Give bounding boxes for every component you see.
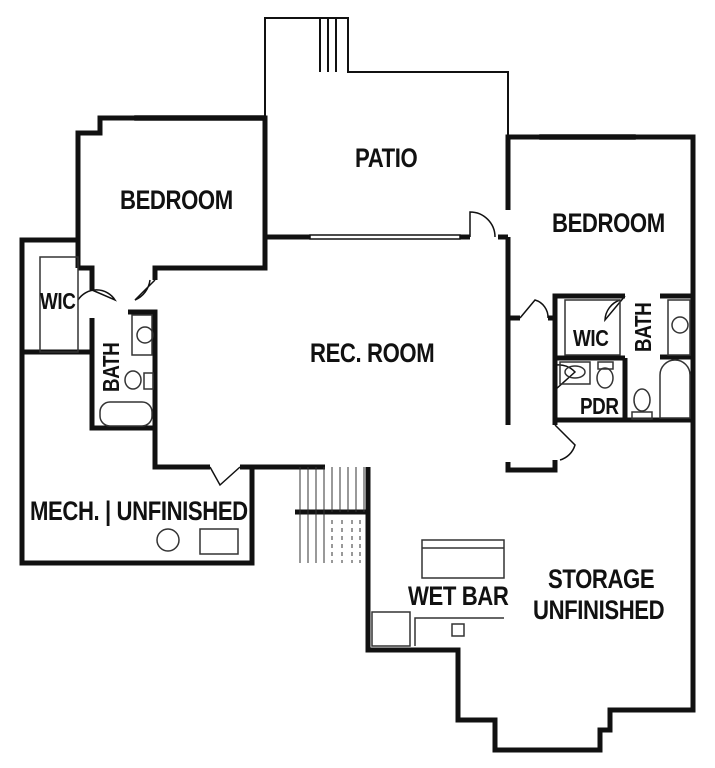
room-label-bedroom-left: BEDROOM	[120, 185, 233, 215]
room-label-patio: PATIO	[355, 143, 418, 173]
room-label-wic-right: WIC	[573, 325, 609, 351]
fixtures	[39, 256, 691, 647]
room-label-storage-unfinished: UNFINISHED	[533, 595, 665, 625]
room-label-rec-room: REC. ROOM	[310, 338, 435, 368]
room-label-storage: STORAGE	[548, 564, 655, 594]
doors	[77, 211, 626, 487]
windows	[134, 115, 636, 240]
room-label-pdr: PDR	[580, 393, 619, 419]
stairs	[299, 467, 365, 563]
room-label-mech-unfinished: MECH. | UNFINISHED	[30, 496, 248, 526]
room-label-wic-left: WIC	[40, 288, 76, 314]
patio-outline	[264, 17, 509, 237]
room-label-wet-bar: WET BAR	[408, 581, 509, 611]
room-label-bath-right: BATH	[630, 302, 656, 352]
room-label-bedroom-right: BEDROOM	[552, 208, 665, 238]
walls	[19, 115, 696, 753]
room-label-bath-left: BATH	[98, 342, 124, 392]
